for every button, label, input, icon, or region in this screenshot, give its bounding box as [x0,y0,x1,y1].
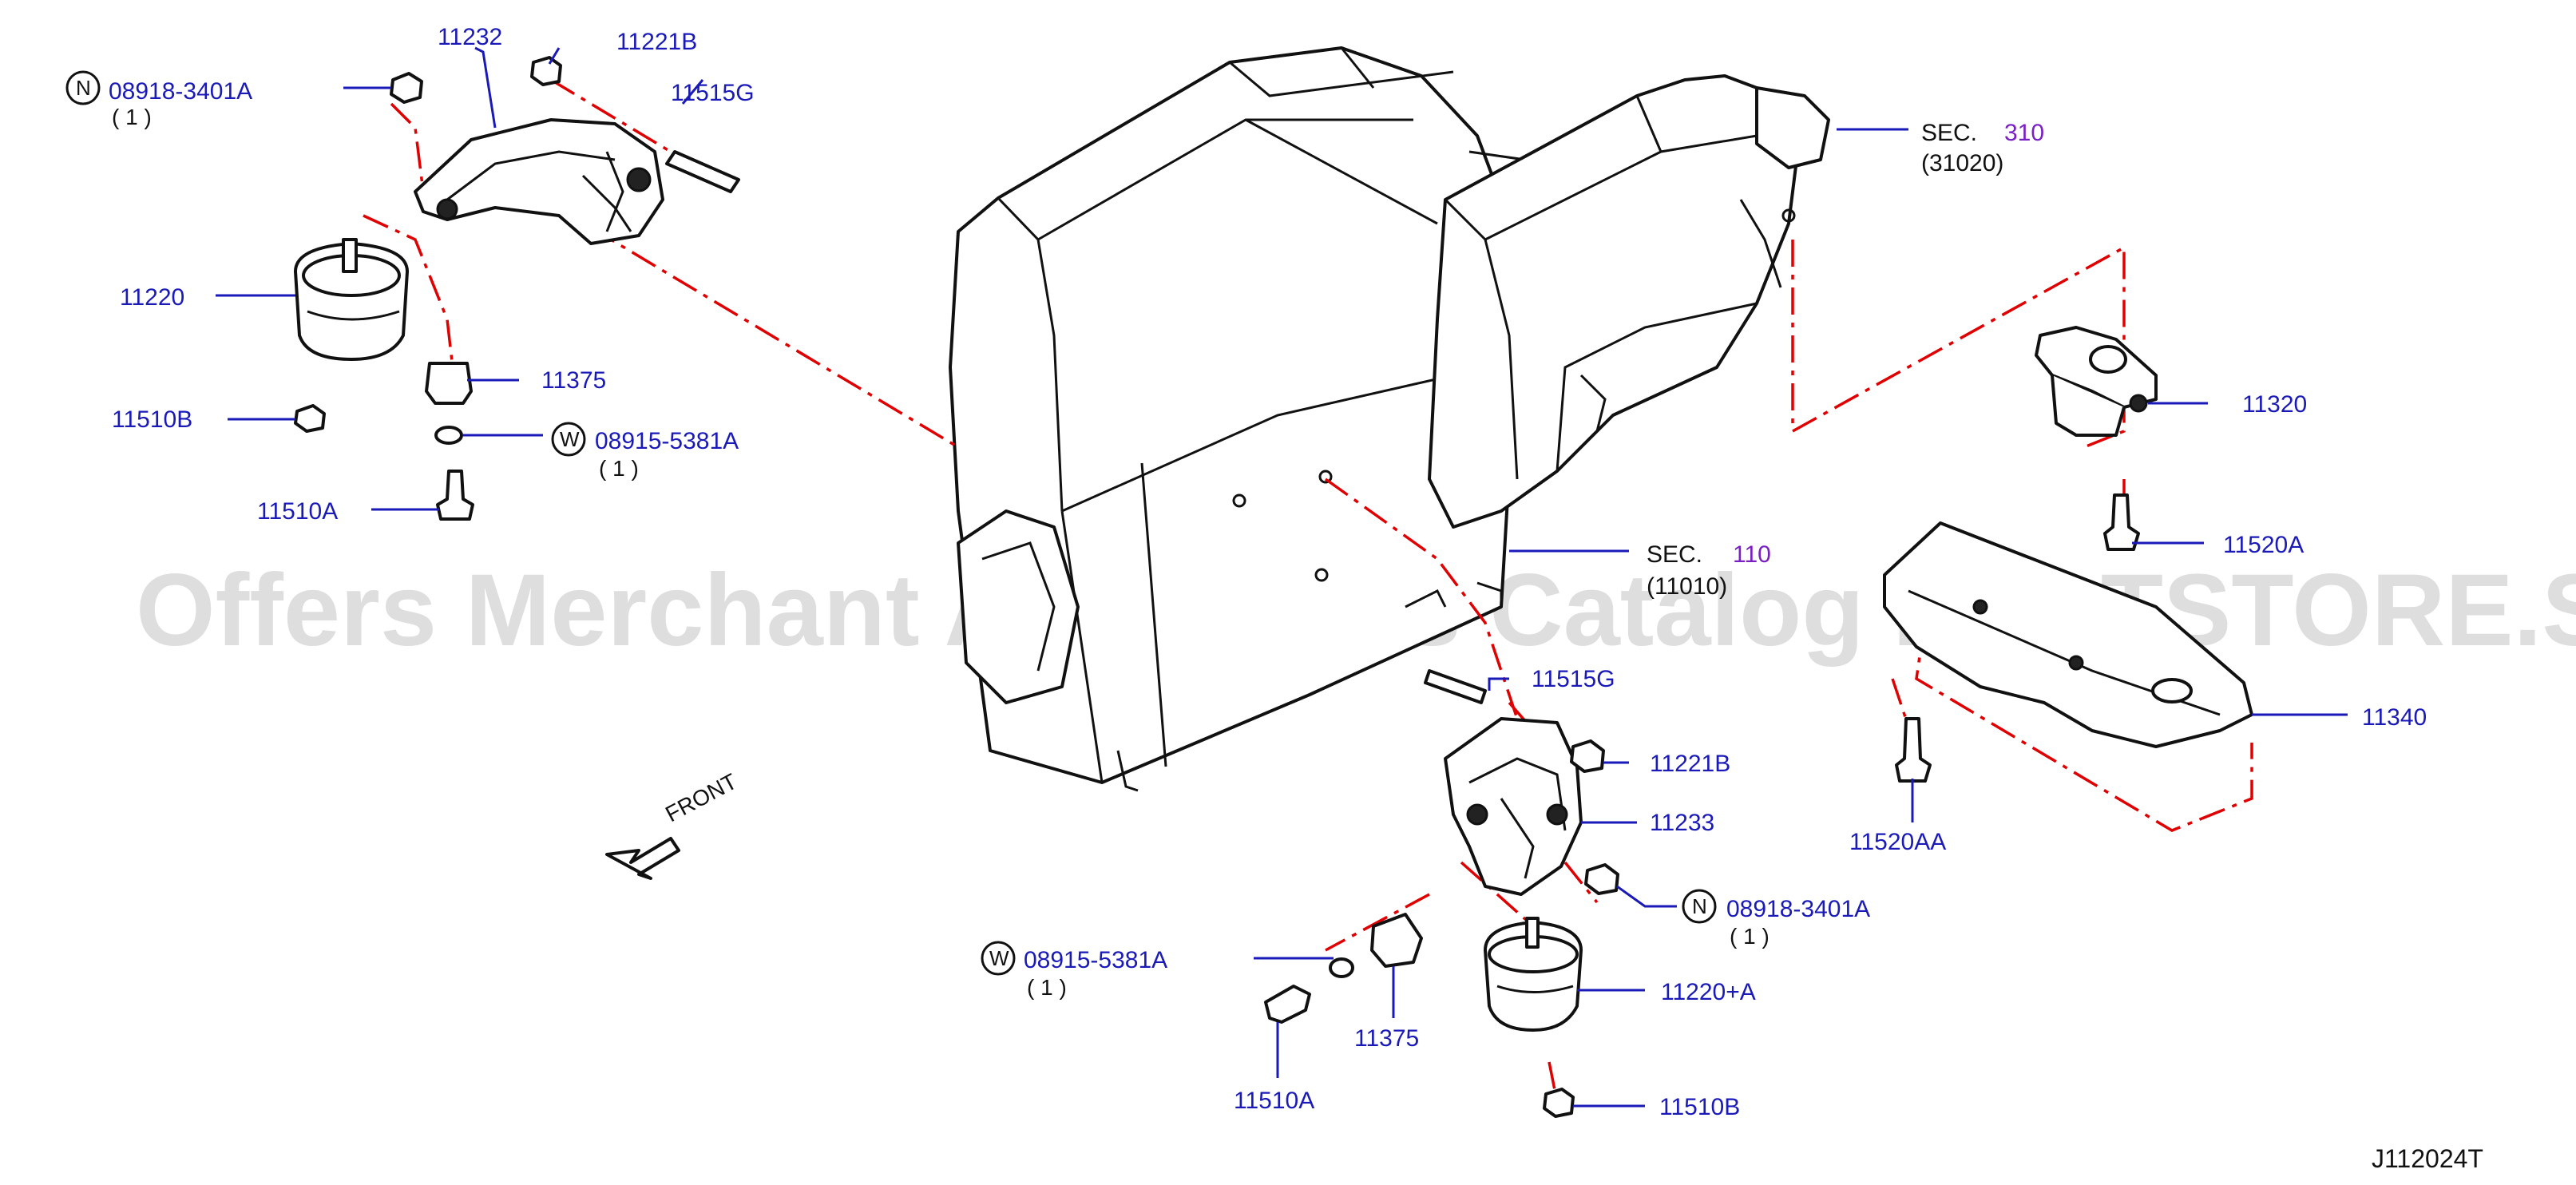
qty-08918-3401a-bot: ( 1 ) [1730,924,1770,949]
label-11320[interactable]: 11320 [2242,391,2307,418]
mount-bracket-drawing [1444,717,1583,896]
svg-text:W: W [989,946,1009,970]
label-08918-3401a-bot[interactable]: 08918-3401A [1726,896,1870,922]
label-08915-5381a-bot[interactable]: 08915-5381A [1024,947,1167,973]
nut-icon [294,404,326,433]
front-label: FRONT [661,769,741,827]
section-310-prefix: SEC. [1921,120,1977,146]
section-310-sub: (31020) [1921,150,2003,176]
front-arrow-icon [605,837,680,880]
transmission-drawing [1428,74,1830,529]
label-11520aa[interactable]: 11520AA [1849,829,1946,855]
label-08918-3401a-top[interactable]: 08918-3401A [109,78,252,105]
bushing-icon [1370,913,1423,968]
n-symbol-icon: N [1682,889,1717,924]
nut-icon [1584,863,1619,895]
label-11220-a[interactable]: 11220+A [1661,979,1756,1005]
stud-icon [1424,669,1487,704]
label-11220[interactable]: 11220 [120,284,184,311]
svg-text:N: N [76,76,91,100]
label-11221b-top[interactable]: 11221B [616,29,697,55]
section-310-number[interactable]: 310 [2004,120,2044,146]
label-11232[interactable]: 11232 [438,24,502,50]
drawing-code: J112024T [2372,1144,2483,1173]
bolt-icon [1895,717,1932,783]
label-11375-top[interactable]: 11375 [541,367,606,394]
label-11510b-top[interactable]: 11510B [112,406,192,433]
section-110-number[interactable]: 110 [1733,541,1771,568]
nut-icon [530,56,562,86]
washer-icon [1329,957,1354,978]
w-symbol-icon: W [551,422,586,457]
label-11510b-bot[interactable]: 11510B [1659,1094,1740,1120]
label-11221b-bot[interactable]: 11221B [1650,751,1730,777]
label-11510a-top[interactable]: 11510A [257,498,338,525]
svg-text:W: W [560,427,580,451]
qty-08915-5381a-bot: ( 1 ) [1027,975,1067,1000]
label-11520a[interactable]: 11520A [2223,532,2304,558]
qty-08918-3401a-top: ( 1 ) [112,105,152,129]
nut-icon [390,72,423,104]
label-11340[interactable]: 11340 [2362,704,2427,731]
leader-lines [216,46,2348,1108]
insulator-drawing [294,238,409,361]
section-110-sub: (11010) [1647,573,1727,600]
crossmember-drawing [1883,521,2253,748]
nut-icon [1543,1088,1575,1118]
label-08915-5381a-top[interactable]: 08915-5381A [595,428,739,454]
label-11233[interactable]: 11233 [1650,810,1714,836]
bolt-icon [1264,985,1311,1024]
bolt-icon [436,470,474,521]
n-symbol-icon: N [65,70,101,105]
section-110-prefix: SEC. [1647,541,1702,568]
nut-icon [1570,739,1605,773]
mount-bracket-drawing [414,118,740,245]
label-11510a-bot[interactable]: 11510A [1234,1088,1314,1114]
label-11515g-top[interactable]: 11515G [671,80,755,106]
washer-icon [434,426,463,445]
label-11375-bot[interactable]: 11375 [1354,1025,1419,1052]
svg-text:N: N [1692,894,1707,918]
bolt-icon [2103,493,2140,551]
mount-bracket-drawing [2035,326,2158,437]
label-11515g-bot[interactable]: 11515G [1532,666,1615,692]
insulator-drawing [1484,917,1583,1032]
w-symbol-icon: W [981,941,1016,976]
bushing-icon [425,362,473,405]
qty-08915-5381a-top: ( 1 ) [599,456,639,481]
